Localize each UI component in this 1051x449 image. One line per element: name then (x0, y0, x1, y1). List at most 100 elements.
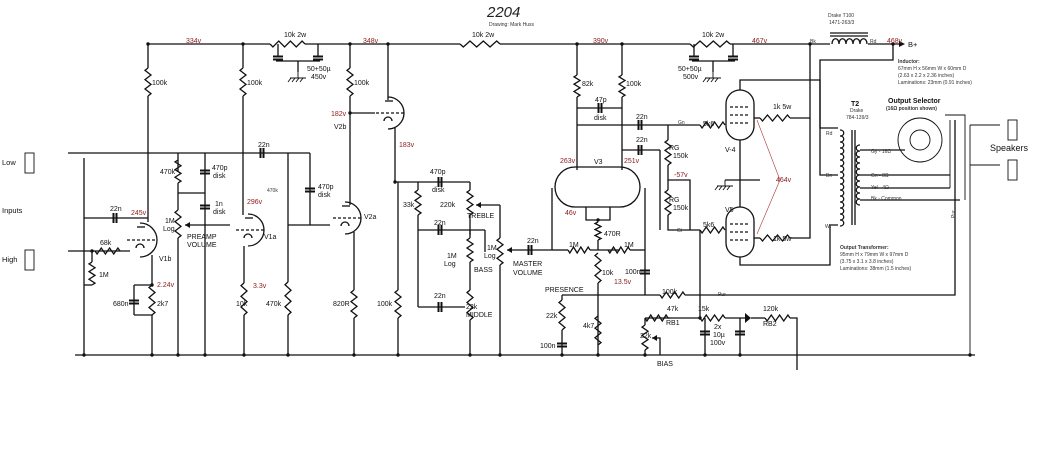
cathode (135, 243, 145, 249)
resistor (593, 315, 603, 346)
inputs-label: Inputs (2, 206, 23, 215)
capacitor (259, 148, 265, 158)
resistor (567, 245, 591, 255)
resistor-label: 120k (763, 306, 779, 313)
resistor-label: 1k 5w (773, 104, 792, 111)
wire-color-label: Pur (718, 292, 726, 298)
capacitor (637, 145, 643, 155)
resistor (269, 40, 306, 48)
cap-label: disk (213, 209, 226, 216)
cap-label: 100n (540, 343, 556, 350)
voltage: 464v (776, 177, 792, 184)
pot-label: 1M (165, 218, 175, 225)
cathode (243, 233, 253, 239)
junction-dot (286, 353, 290, 357)
pot-label: Log (163, 226, 175, 233)
capacitor (437, 225, 443, 235)
resistor-label: 1M (569, 242, 579, 249)
resistor-label: 2k7 (157, 301, 168, 308)
output-transformer-note: Output Transformer: 95mm H x 79mm W x 97… (840, 245, 911, 272)
voltage: 46v (565, 210, 577, 217)
cap-label: 22n (434, 293, 446, 300)
tube-v3 (554, 166, 641, 208)
resistor (593, 252, 603, 284)
voltage: 348v (363, 38, 379, 45)
cathode (383, 116, 393, 122)
tube-label: V5 (725, 207, 734, 214)
junction-dot (968, 353, 972, 357)
resistor-label: 470k (267, 188, 278, 194)
wire-color-label: Rd (870, 39, 877, 45)
output-transformer-labels: T2 Drake 784-139/3 Rd Bn Wt Gy - 16Ω Gn … (825, 101, 957, 230)
speaker-jack (1007, 159, 1018, 181)
resistor (173, 159, 183, 184)
speakers-label: Speakers (990, 143, 1029, 153)
wire (790, 44, 811, 119)
wire (685, 120, 956, 296)
resistor-label: 33k (403, 202, 415, 209)
junction-dot (738, 353, 742, 357)
cap-label: disk (432, 187, 445, 194)
capacitor (527, 245, 533, 255)
cap-label: 22n (636, 114, 648, 121)
tube-v5 (725, 206, 755, 258)
resistor (143, 67, 153, 97)
voltage: 263v (560, 158, 576, 165)
resistor-label: 5k6 (703, 222, 714, 229)
capacitor (637, 120, 643, 130)
resistor (699, 225, 726, 235)
note-line: Laminations: 38mm (1.5 inches) (840, 266, 911, 272)
speaker-jack (1007, 119, 1018, 141)
secondary-tap: Yel - 4Ω (871, 185, 889, 191)
wire (667, 215, 700, 231)
bplus-arrow (899, 41, 905, 47)
voltage: 3.3v (253, 283, 267, 290)
wire (667, 165, 691, 230)
voltage: 296v (247, 199, 263, 206)
wire-color-label: Gn (678, 120, 685, 126)
wire (805, 224, 838, 266)
secondary-tap: Bk - Common (871, 196, 902, 202)
input-high-label: High (2, 255, 17, 264)
tube-v1b (139, 222, 158, 258)
voltage: 390v (593, 38, 609, 45)
resistor (663, 139, 673, 166)
cap-label: 100n (625, 269, 641, 276)
resistor-label: 100k (247, 80, 263, 87)
capacitor (728, 55, 738, 61)
input-low-label: Low (2, 158, 16, 167)
resistor (640, 324, 650, 351)
ground-icon (287, 72, 306, 83)
wire (790, 118, 811, 239)
resistor (349, 289, 359, 319)
resistor-label: RG (669, 145, 680, 152)
resistor-label: RB1 (666, 320, 680, 327)
resistor-label: 82k (582, 81, 594, 88)
capacitor (129, 299, 139, 305)
junction-dot (703, 353, 707, 357)
input-jack-high (24, 249, 35, 271)
capacitor (273, 55, 283, 61)
voltage: 468v (887, 38, 903, 45)
cap-label: 22n (527, 238, 539, 245)
capacitor (200, 169, 210, 175)
capacitor (313, 55, 323, 61)
wiper-arrow (652, 335, 657, 341)
inductor-note: Inductor: 67mm H x 56mm W x 60mm D (2.63… (898, 59, 972, 86)
ground-icon (714, 180, 733, 191)
capacitor (735, 330, 745, 336)
resistor (240, 282, 248, 316)
wire (585, 207, 611, 221)
resistor (465, 289, 475, 321)
resistor-label: 10k (602, 270, 614, 277)
diode (745, 313, 751, 323)
note-line: Output Transformer: (840, 245, 889, 251)
control-label-preamp: PREAMP (187, 234, 217, 241)
capacitor (689, 55, 699, 61)
cap-label: 500v (683, 74, 699, 81)
tube-label: V2b (334, 124, 347, 131)
wiper-arrow (507, 247, 512, 253)
power-amp-labels: RG 150k RG 150k Gn Gi 5k6 5k6 V-4 V5 1k … (669, 13, 918, 243)
tube-label: V1a (264, 234, 277, 241)
note-line: 67mm H x 56mm W x 60mm D (898, 66, 967, 72)
